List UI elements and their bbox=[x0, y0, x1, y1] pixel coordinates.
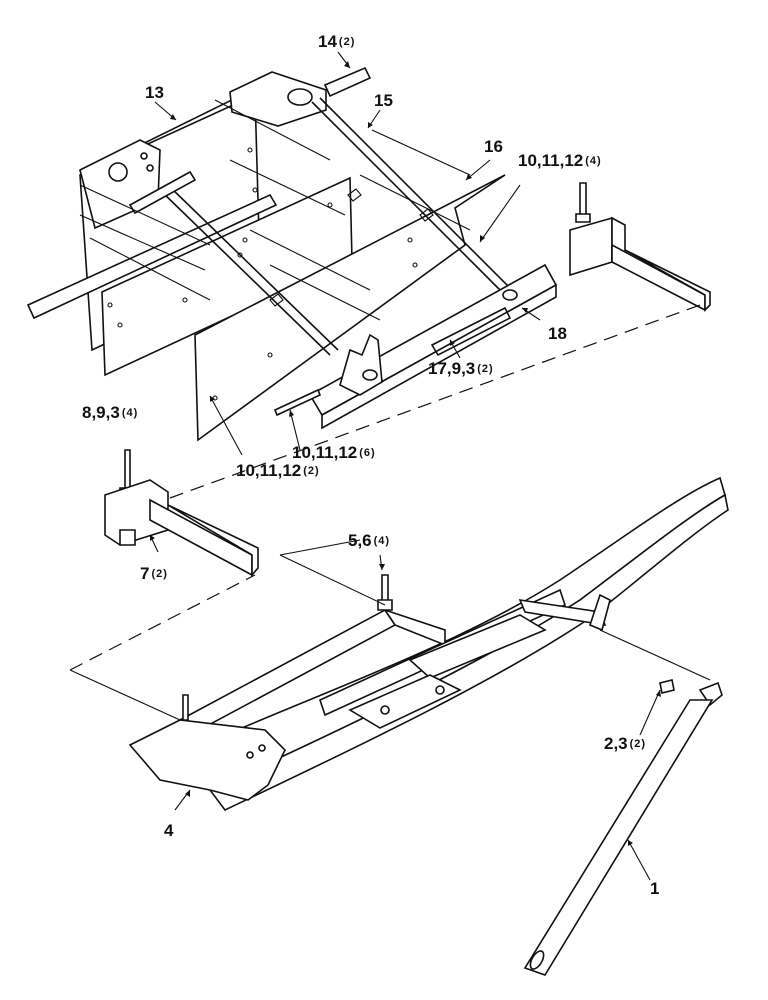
callout-10-11-12-top: 10,11,12(4) bbox=[518, 151, 602, 170]
callout-16: 16 bbox=[484, 137, 503, 156]
callout-7: 7(2) bbox=[140, 564, 168, 583]
lower-frame-4 bbox=[128, 476, 729, 812]
callout-10-11-12-lower: 10,11,12(2) bbox=[236, 461, 320, 480]
bolts-10-11-12 bbox=[273, 182, 591, 417]
tie-bar-1 bbox=[523, 681, 723, 976]
bracket-7 bbox=[104, 449, 259, 578]
channel-18 bbox=[308, 263, 558, 430]
callout-2-3: 2,3(2) bbox=[604, 734, 647, 753]
plate-16 bbox=[194, 174, 506, 442]
upper-hitch-assembly bbox=[26, 66, 524, 442]
callout-18: 18 bbox=[548, 324, 567, 343]
callout-arrowheads bbox=[150, 61, 661, 846]
callout-8-9-3: 8,9,3(4) bbox=[82, 403, 139, 422]
bracket-hole bbox=[108, 162, 128, 182]
phantom-lines bbox=[69, 304, 711, 721]
callout-10-11-12-middle: 10,11,12(6) bbox=[292, 443, 376, 462]
diagonal-rod bbox=[159, 189, 331, 356]
callout-14: 14(2) bbox=[318, 32, 356, 51]
flat-bar bbox=[26, 193, 278, 320]
pin-14 bbox=[323, 66, 372, 98]
pivot-boss bbox=[287, 88, 313, 106]
assembly-leader-lines bbox=[79, 99, 471, 321]
callout-13: 13 bbox=[145, 83, 164, 102]
mount-plate-4 bbox=[128, 719, 286, 801]
right-bracket-tube bbox=[569, 216, 711, 312]
plate-holes bbox=[107, 147, 418, 401]
callout-17-9-3: 17,9,3(2) bbox=[428, 359, 494, 378]
diagonal-rod bbox=[311, 101, 506, 296]
pin-13-end bbox=[128, 170, 197, 215]
callout-1: 1 bbox=[650, 879, 660, 898]
bracket-hole bbox=[140, 152, 148, 160]
diagonal-rod bbox=[319, 97, 513, 291]
callout-4: 4 bbox=[164, 821, 174, 840]
callout-15: 15 bbox=[374, 91, 393, 110]
bracket-hole bbox=[146, 164, 154, 172]
diagonal-rod bbox=[167, 184, 339, 351]
callout-5-6: 5,6(4) bbox=[348, 531, 391, 550]
top-pivot-bracket bbox=[229, 71, 327, 127]
